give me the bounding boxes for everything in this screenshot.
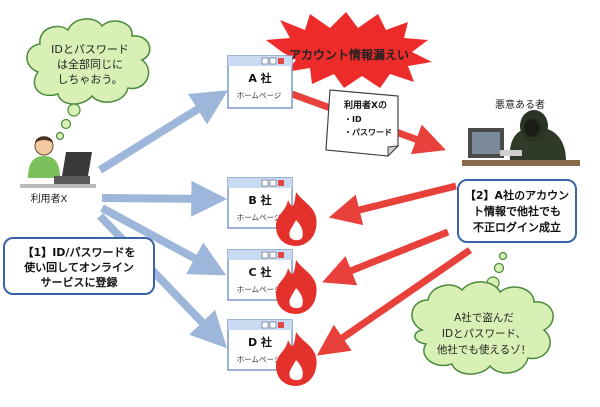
company-c-sub: ホームページ — [237, 285, 282, 294]
company-a-window: A 社 ホームページ — [227, 55, 293, 109]
attacker-label: 悪意ある者 — [495, 98, 545, 111]
step1-box: 【1】ID/パスワードを 使い回してオンライン サービスに登録 — [3, 237, 155, 295]
step2-box: 【2】A社のアカウン ト情報で他社でも 不正ログイン成立 — [457, 179, 577, 243]
user-thought-line3: しちゃおう。 — [57, 73, 122, 86]
step1-line3: サービスに登録 — [41, 275, 119, 289]
arrow-to-b — [101, 180, 228, 217]
attacker-thought-bubble: A社で盗んだ IDとパスワード、 他社でも使えるゾ！ — [411, 251, 554, 375]
memo-note: 利用者Xの ・ID ・パスワード — [325, 89, 400, 158]
user-thought-bubble: IDとパスワード は全部同じに しちゃおう。 — [26, 18, 151, 141]
step2-line3: 不正ログイン成立 — [473, 220, 561, 234]
company-c-name: C 社 — [249, 265, 272, 279]
company-b-sub: ホームページ — [237, 213, 282, 222]
attack-arrow-d — [316, 247, 472, 356]
attacker-thought-line3: 他社でも使えるゾ！ — [437, 343, 531, 356]
attacker-figure — [462, 110, 580, 166]
user-to-company-arrows — [97, 90, 229, 349]
leak-burst: アカウント情報漏えい — [266, 12, 432, 88]
attacker-thought-line1: A社で盗んだ — [454, 311, 514, 324]
arrow-to-c — [100, 204, 227, 276]
company-a-name: A 社 — [248, 71, 271, 85]
flame-c-icon — [276, 260, 317, 314]
flame-d-icon — [276, 332, 317, 386]
user-figure: 利用者X — [20, 136, 96, 205]
step1-line2: 使い回してオンライン — [23, 260, 134, 274]
company-d-sub: ホームページ — [237, 355, 282, 364]
memo-item1: ・ID — [344, 115, 362, 124]
step2-line1: 【2】A社のアカウン — [465, 188, 569, 202]
step1-line1: 【1】ID/パスワードを — [23, 246, 136, 259]
memo-title: 利用者Xの — [343, 99, 387, 111]
company-b-name: B 社 — [248, 193, 271, 207]
memo-item2: ・パスワード — [344, 127, 392, 137]
attacker-thought-line2: IDとパスワード、 — [442, 328, 526, 340]
user-label: 利用者X — [31, 193, 68, 205]
company-b-window: B 社 ホームページ — [227, 177, 293, 229]
company-d-name: D 社 — [248, 335, 272, 349]
user-thought-line1: IDとパスワード — [51, 43, 129, 56]
attack-arrow-c — [322, 228, 450, 286]
leak-label: アカウント情報漏えい — [289, 47, 409, 62]
attack-arrow-b — [328, 182, 457, 226]
flame-b-icon — [276, 192, 317, 246]
arrow-to-a — [97, 90, 229, 174]
company-a-sub: ホームページ — [237, 91, 282, 100]
user-thought-line2: は全部同じに — [57, 57, 123, 71]
step2-line2: ト情報で他社でも — [473, 204, 561, 218]
